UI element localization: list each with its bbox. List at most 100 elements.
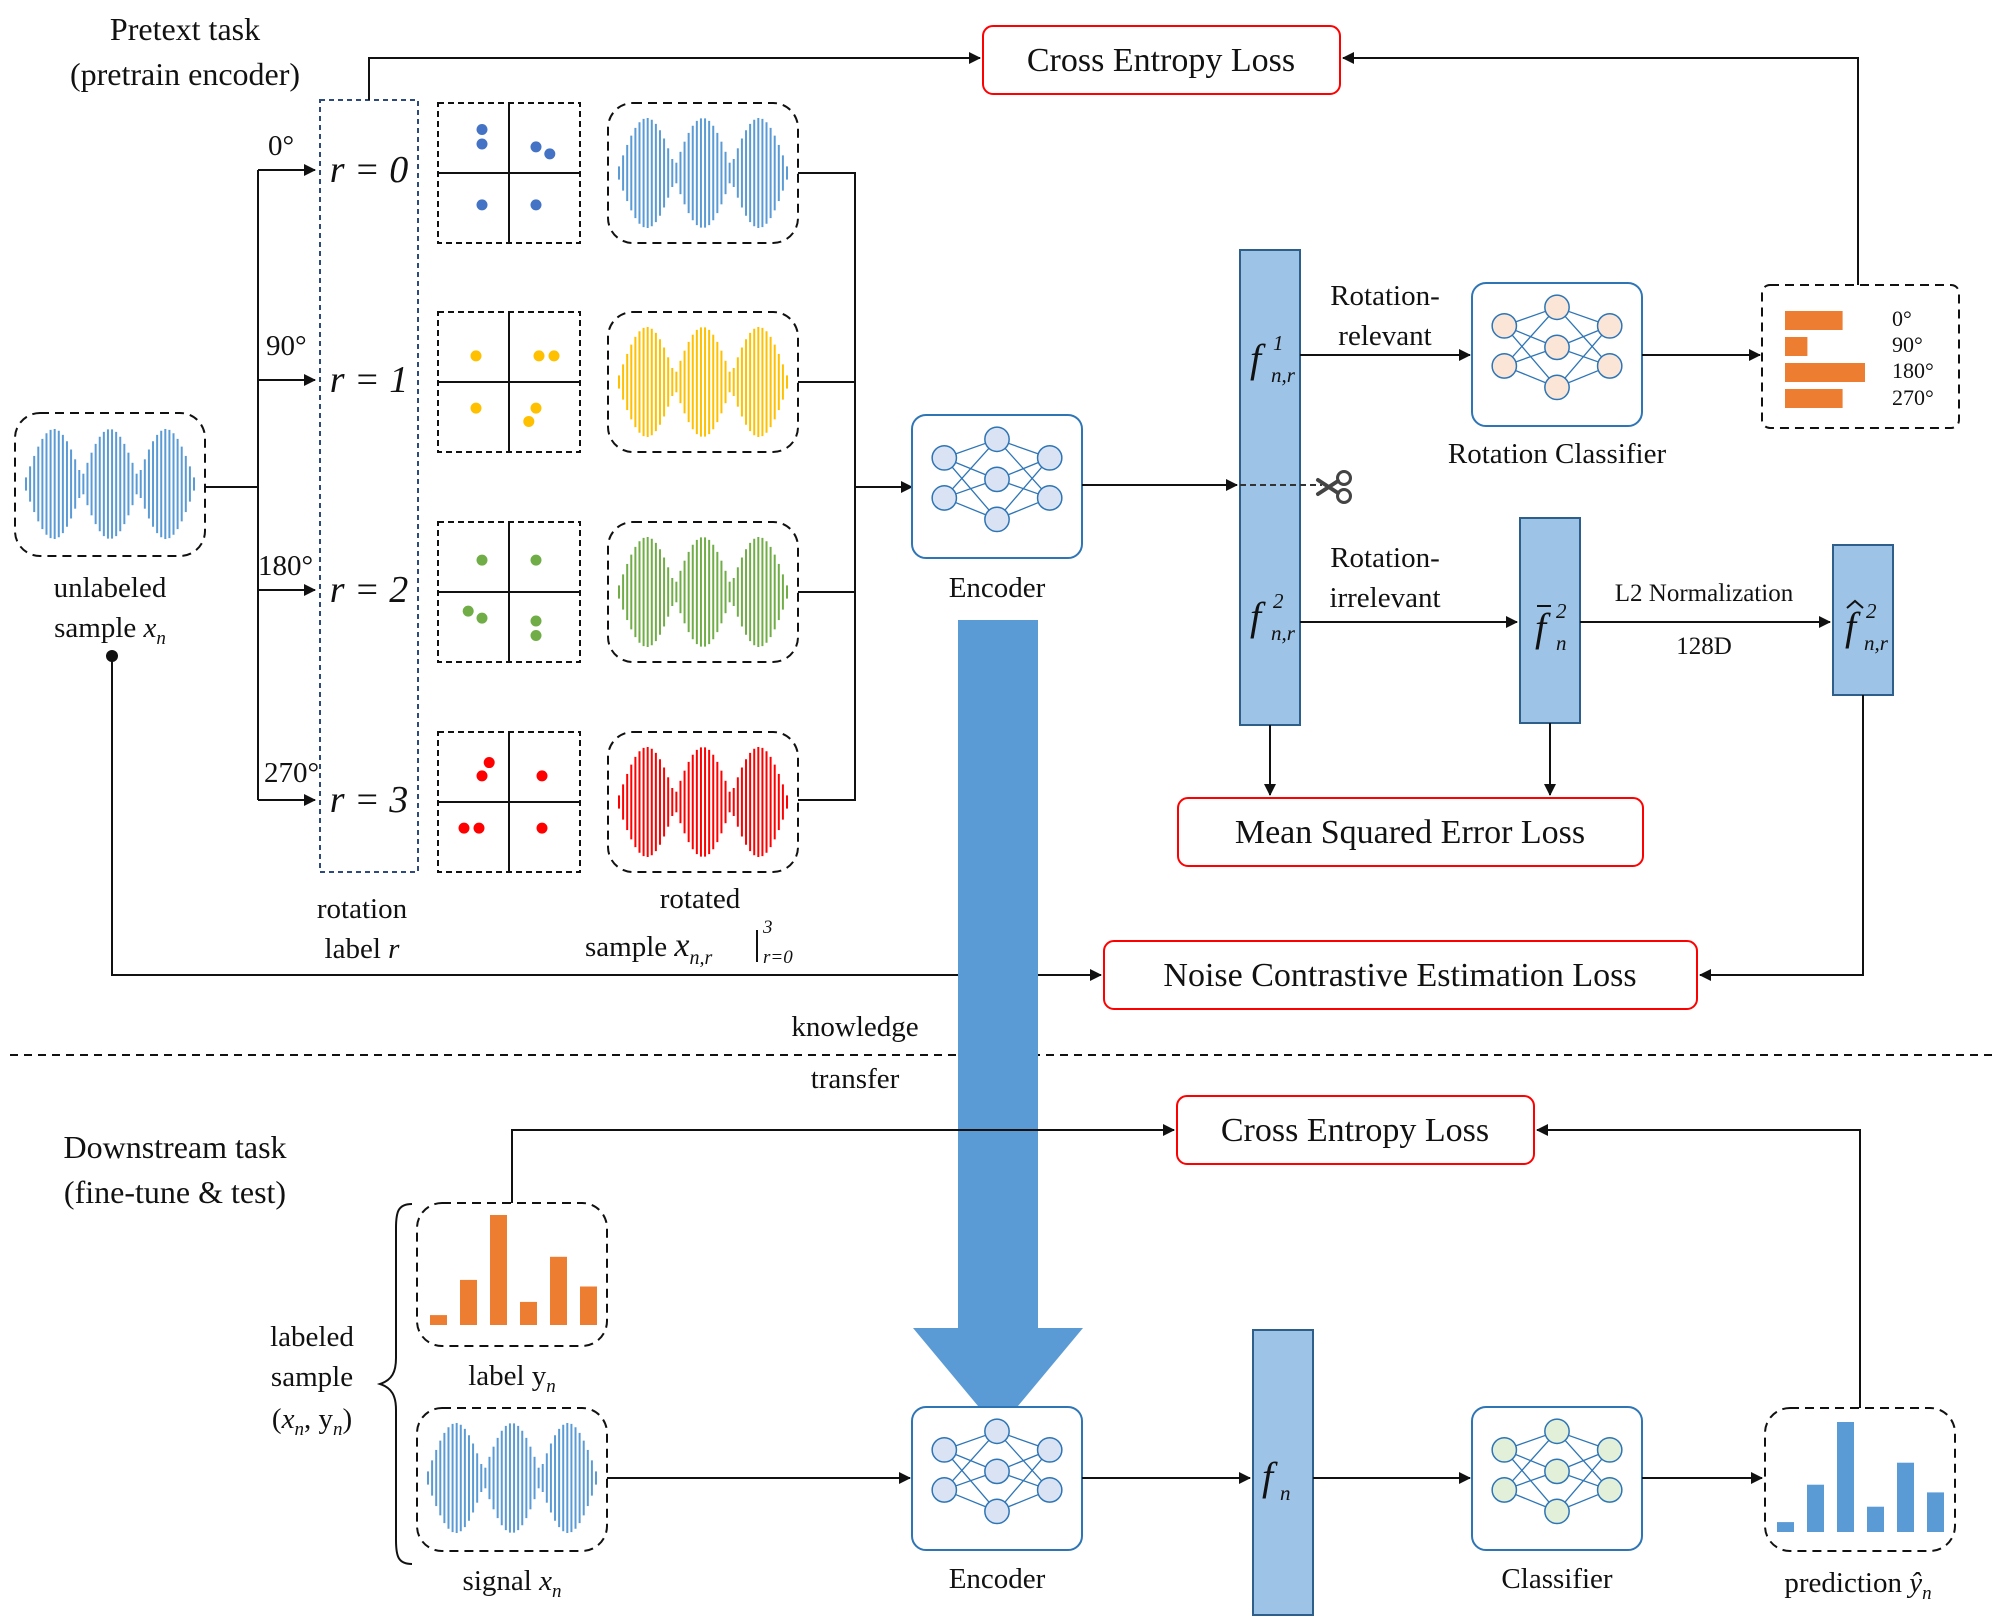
input-waveform: [25, 429, 195, 539]
downstream-encoder-label: Encoder: [949, 1563, 1046, 1595]
network-edge: [996, 457, 1051, 520]
network-edge: [1503, 1430, 1558, 1491]
nce-loss-box: [1103, 940, 1698, 1010]
quadrant-dot: [533, 350, 545, 362]
rotation-relevant-label: Rotation-: [1330, 280, 1440, 312]
rotation-output-box: [1761, 284, 1960, 429]
classifier-label: Classifier: [1501, 1563, 1612, 1595]
downstream-feature-vector: [1252, 1329, 1314, 1616]
labeled-sample-label-2: sample: [271, 1361, 353, 1393]
signal-box: [416, 1407, 608, 1552]
bar: [1927, 1492, 1944, 1532]
label-box: [416, 1202, 608, 1347]
unlabeled-sample-label: sample xn: [54, 612, 166, 649]
scissors-icon: [1316, 470, 1352, 504]
rotation-label-2: r = 2: [330, 569, 408, 611]
prediction-box: [1764, 1407, 1956, 1552]
rotated-waveform-0: [618, 118, 788, 228]
rotated-waveform-1: [618, 327, 788, 437]
label-bar-chart: [430, 1215, 597, 1325]
quadrant-dot: [470, 350, 482, 362]
rotated-waveform-2: [618, 537, 788, 647]
downstream-cross-entropy-label: Cross Entropy Loss: [1221, 1112, 1489, 1149]
normalized-feature-vector: [1832, 544, 1894, 696]
network-edge: [1556, 1449, 1611, 1512]
feature-vector-pretext: [1239, 249, 1301, 726]
network-node: [984, 1458, 1010, 1485]
rotation-classifier-label: Rotation Classifier: [1448, 438, 1667, 470]
feature-1-sup: 1: [1273, 331, 1284, 355]
angle-label-270: 270°: [264, 757, 319, 789]
unlabeled-label: unlabeled: [54, 572, 167, 604]
output-angle-270: 270°: [1892, 385, 1934, 410]
network-node: [1544, 1418, 1570, 1445]
rotation-caption-label: label r: [325, 933, 401, 965]
mse-loss-label: Mean Squared Error Loss: [1235, 814, 1585, 851]
angle-label-0: 0°: [268, 130, 294, 162]
labeled-sample-label: labeled: [270, 1321, 354, 1353]
network-node: [984, 426, 1010, 453]
feature-2-sub: n,r: [1271, 621, 1296, 645]
normalized-to-nce-arrow: [1699, 695, 1864, 981]
output-angle-0: 0°: [1892, 306, 1912, 331]
network-node: [931, 1436, 958, 1463]
unlabeled-sample-box: [14, 412, 206, 557]
quadrant-dot: [470, 402, 482, 414]
rotation-irrelevant-label: Rotation-: [1330, 542, 1440, 574]
network-node: [1544, 1458, 1570, 1485]
network-node: [931, 1477, 958, 1503]
quadrant-dot: [530, 199, 542, 211]
prediction-caption: prediction ŷn: [1784, 1567, 1931, 1604]
network-node: [1544, 334, 1570, 361]
network-node: [1036, 485, 1063, 511]
labeled-sample-pair: (xn, yn): [272, 1403, 352, 1440]
angle-label-90: 90°: [266, 330, 307, 362]
knowledge-transfer-arrow: [913, 620, 1083, 1430]
rotation-label-0: r = 0: [330, 149, 408, 191]
mean-feature-sub: n: [1556, 631, 1567, 655]
quadrant-dot: [536, 822, 548, 834]
downstream-feature-sub: n: [1280, 1481, 1291, 1505]
network-node: [1491, 1477, 1518, 1503]
quadrant-dot: [473, 822, 485, 834]
rotated-sample-box-2: [607, 521, 799, 663]
bar: [550, 1256, 567, 1325]
network-node: [1491, 353, 1518, 379]
network-edge: [1556, 325, 1611, 388]
quadrant-plots: [437, 102, 581, 873]
rotated-waveform-3: [618, 747, 788, 857]
bar: [580, 1286, 597, 1325]
output-angle-180: 180°: [1892, 358, 1934, 383]
encoder-network: [911, 414, 1083, 559]
network-node: [1491, 312, 1518, 339]
network-node: [1036, 444, 1063, 471]
rotation-label-1: r = 1: [330, 359, 408, 401]
network-node: [1596, 312, 1623, 339]
quadrant-dot: [523, 415, 535, 427]
network-node: [984, 466, 1010, 493]
rotation-irrelevant-label-2: irrelevant: [1329, 582, 1440, 614]
normalized-feature-sub: n,r: [1864, 631, 1889, 655]
downstream-encoder-network: [911, 1406, 1083, 1551]
rotated-sample-box-1: [607, 311, 799, 453]
quadrant-dot: [530, 402, 542, 414]
merge-connector: [798, 172, 856, 801]
bar: [1777, 1522, 1794, 1532]
quadrant-dot: [476, 138, 488, 150]
network-node: [1596, 1477, 1623, 1503]
mse-loss-box: [1177, 797, 1644, 867]
rotation-label-to-loss-arrow: [368, 52, 981, 100]
pretext-subtitle: (pretrain encoder): [70, 56, 300, 92]
network-node: [1544, 294, 1570, 321]
normalized-hat: [1846, 599, 1864, 609]
rotation-label-3: r = 3: [330, 779, 408, 821]
cross-entropy-loss-label: Cross Entropy Loss: [1027, 42, 1295, 79]
quadrant-dot: [530, 141, 542, 153]
network-node: [1036, 1477, 1063, 1503]
rotated-sample-box-0: [607, 102, 799, 244]
network-node: [1491, 1436, 1518, 1463]
knowledge-transfer-label: knowledge: [791, 1011, 918, 1043]
network-node: [931, 485, 958, 511]
nce-loss-label: Noise Contrastive Estimation Loss: [1163, 957, 1636, 994]
